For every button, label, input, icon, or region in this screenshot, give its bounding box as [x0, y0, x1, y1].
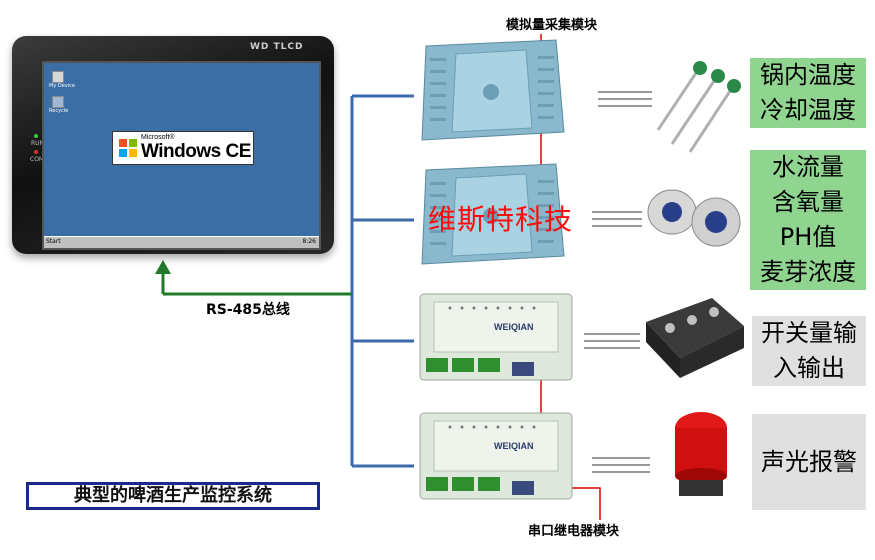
switch-label-box: 开关量输 入输出	[752, 316, 866, 386]
alarm-label-box: 声光报警	[752, 414, 866, 510]
temperature-label-2: 冷却温度	[760, 96, 856, 124]
alarm-light-icon	[675, 412, 727, 496]
hmi-screen: My Device Recycle Microsoft® Windows CE …	[42, 61, 321, 250]
start-button: Start	[46, 238, 61, 245]
run-led-icon	[34, 134, 38, 138]
diagram-title: 典型的啤酒生产监控系统	[74, 485, 272, 506]
flow-label-3: PH值	[779, 223, 837, 251]
desktop-icon-label-2: Recycle	[49, 108, 69, 114]
flow-sensors-icon	[647, 189, 741, 247]
relay-brand-label-2: WEIQIAN	[494, 441, 534, 451]
com-led-icon	[34, 150, 38, 154]
diagram-title-box: 典型的啤酒生产监控系统	[26, 482, 320, 510]
flow-label-2: 含氧量	[772, 188, 844, 216]
relay-module-caption: 串口继电器模块	[528, 524, 620, 539]
taskbar-clock: 8:26	[302, 238, 316, 245]
taskbar: Start 8:26	[44, 236, 319, 248]
desktop-icon-label-1: My Device	[49, 83, 75, 89]
temperature-probes-icon	[656, 61, 741, 153]
relay-module-2: WEIQIAN	[419, 412, 573, 500]
wire-alarm	[592, 457, 650, 473]
analog-module-1	[421, 39, 565, 141]
com-led-label: COM	[30, 156, 45, 163]
wire-temp	[598, 91, 652, 107]
temperature-label-1: 锅内温度	[760, 61, 856, 89]
run-led-label: RUN	[31, 140, 45, 147]
flow-label-1: 水流量	[772, 153, 844, 181]
alarm-label-1: 声光报警	[761, 448, 857, 476]
watermark-text: 维斯特科技	[428, 203, 574, 236]
analog-module-caption: 模拟量采集模块	[506, 18, 598, 33]
windows-ce-logo: Microsoft® Windows CE	[112, 131, 254, 165]
solid-state-relay-icon	[646, 298, 744, 378]
wire-flow	[592, 211, 642, 227]
recycle-bin-icon	[52, 96, 64, 108]
temperature-label-box: 锅内温度 冷却温度	[750, 58, 866, 128]
rs485-bus-label: RS-485总线	[206, 302, 290, 318]
rs485-arrow-icon	[155, 260, 171, 274]
flow-label-box: 水流量 含氧量 PH值 麦芽浓度	[750, 150, 866, 290]
switch-label-1: 开关量输	[761, 319, 857, 347]
relay-module-1: WEIQIAN	[419, 293, 573, 381]
hmi-touch-panel: WD TLCD RUN COM My Device Recycle Micros…	[12, 36, 334, 254]
my-device-icon	[52, 71, 64, 83]
wire-switch	[584, 333, 640, 349]
flow-label-4: 麦芽浓度	[760, 258, 856, 286]
analog-module-2	[421, 163, 565, 265]
windows-flag-icon	[119, 139, 137, 157]
microsoft-wordmark: Microsoft®	[141, 134, 175, 141]
windows-ce-wordmark: Windows CE	[141, 141, 251, 162]
switch-label-2: 入输出	[773, 354, 845, 382]
relay-brand-label-1: WEIQIAN	[494, 322, 534, 332]
hmi-brand-label: WD TLCD	[250, 42, 304, 52]
